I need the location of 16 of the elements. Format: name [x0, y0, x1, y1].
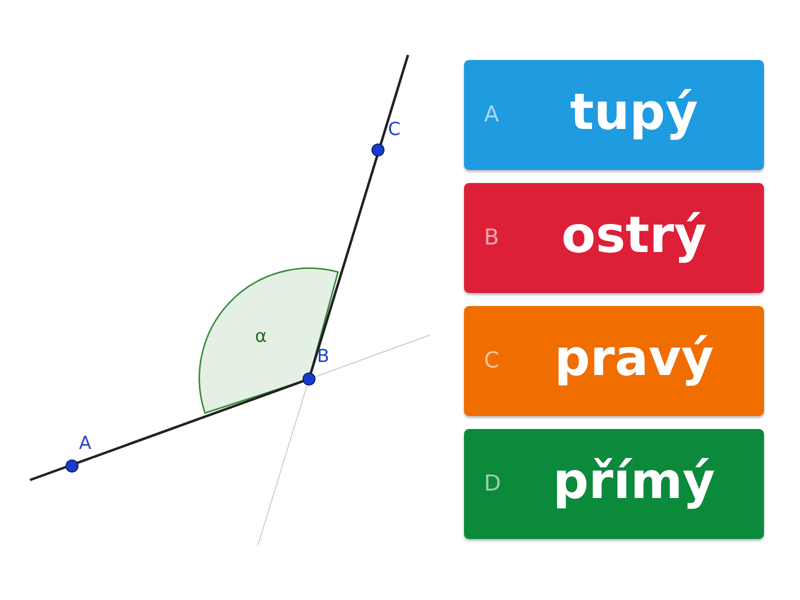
answer-card	[464, 60, 764, 170]
point-label: C	[388, 119, 401, 140]
point-label: A	[79, 433, 92, 454]
answer-card	[464, 429, 764, 539]
answer-text: tupý	[569, 83, 699, 142]
answer-text: přímý	[552, 452, 716, 510]
option-letter: A	[484, 102, 500, 128]
answer-text: pravý	[553, 329, 715, 388]
answer-card	[464, 183, 764, 293]
answer-card	[464, 306, 764, 416]
option-letter: B	[484, 226, 500, 250]
option-letter: C	[484, 348, 500, 374]
option-letter: D	[484, 472, 501, 496]
angle-label: α	[255, 326, 267, 347]
point-label: B	[317, 346, 330, 367]
answer-text: ostrý	[560, 206, 708, 264]
